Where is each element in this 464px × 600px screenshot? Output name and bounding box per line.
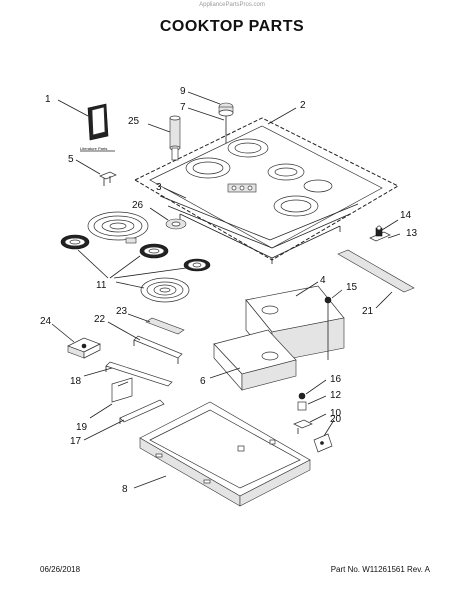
callout-25: 25 (128, 116, 140, 127)
callout-17: 17 (70, 436, 82, 447)
part-terminal-clip[interactable] (369, 225, 391, 242)
part-internal-frame[interactable] (245, 285, 345, 363)
callout-4: 4 (320, 275, 326, 286)
part-small-module[interactable] (67, 337, 101, 359)
part-control-bracket[interactable] (133, 317, 185, 364)
callout-23: 23 (116, 306, 128, 317)
part-shaft[interactable] (169, 115, 181, 161)
callout-10: 10 (330, 408, 342, 419)
callout-3: 3 (156, 182, 162, 193)
callout-13: 13 (406, 228, 418, 239)
callout-1: 1 (45, 94, 51, 105)
part-bracket-18[interactable] (105, 361, 173, 387)
footer-date: 06/26/2018 (40, 565, 81, 574)
callout-8: 8 (122, 484, 128, 495)
part-bracket-small[interactable] (99, 171, 117, 186)
part-screw-15[interactable] (324, 296, 332, 360)
watermark: AppliancePartsPros.com (199, 2, 265, 8)
callout-9: 9 (180, 86, 186, 97)
callout-16: 16 (330, 374, 342, 385)
part-knob[interactable] (218, 102, 234, 117)
callout-19: 19 (76, 422, 88, 433)
callout-15: 15 (346, 282, 358, 293)
callout-24: 24 (40, 316, 52, 327)
callout-5: 5 (68, 154, 74, 165)
literature-label: Literature Parts (80, 146, 107, 151)
part-fastener-group[interactable] (293, 392, 313, 434)
part-bracket-19[interactable] (111, 377, 133, 403)
callout-12: 12 (330, 390, 342, 401)
callout-20: 20 (330, 414, 342, 425)
part-gasket[interactable] (165, 218, 187, 230)
part-clamp[interactable] (313, 433, 333, 453)
page-title: COOKTOP PARTS (159, 18, 305, 35)
footer-part-number: Part No. W11261561 Rev. A (330, 565, 430, 574)
part-elements[interactable] (60, 211, 211, 303)
part-support-rail[interactable] (337, 249, 415, 293)
callout-14: 14 (400, 210, 412, 221)
part-lower-bracket[interactable] (213, 329, 297, 391)
part-trim-frame[interactable] (159, 183, 359, 264)
callout-21: 21 (362, 306, 374, 317)
callout-26: 26 (132, 200, 144, 211)
callout-22: 22 (94, 314, 106, 325)
callout-18: 18 (70, 376, 82, 387)
part-literature[interactable]: Literature Parts (80, 103, 115, 152)
callout-7: 7 (180, 102, 186, 113)
part-rail-17[interactable] (119, 399, 165, 424)
callout-11: 11 (96, 280, 107, 291)
callout-numbers: 1 2 3 4 5 6 7 8 9 10 11 12 13 14 15 16 1… (40, 86, 418, 495)
part-base-pan[interactable] (139, 401, 311, 507)
callout-6: 6 (200, 376, 206, 387)
callout-2: 2 (300, 100, 306, 111)
